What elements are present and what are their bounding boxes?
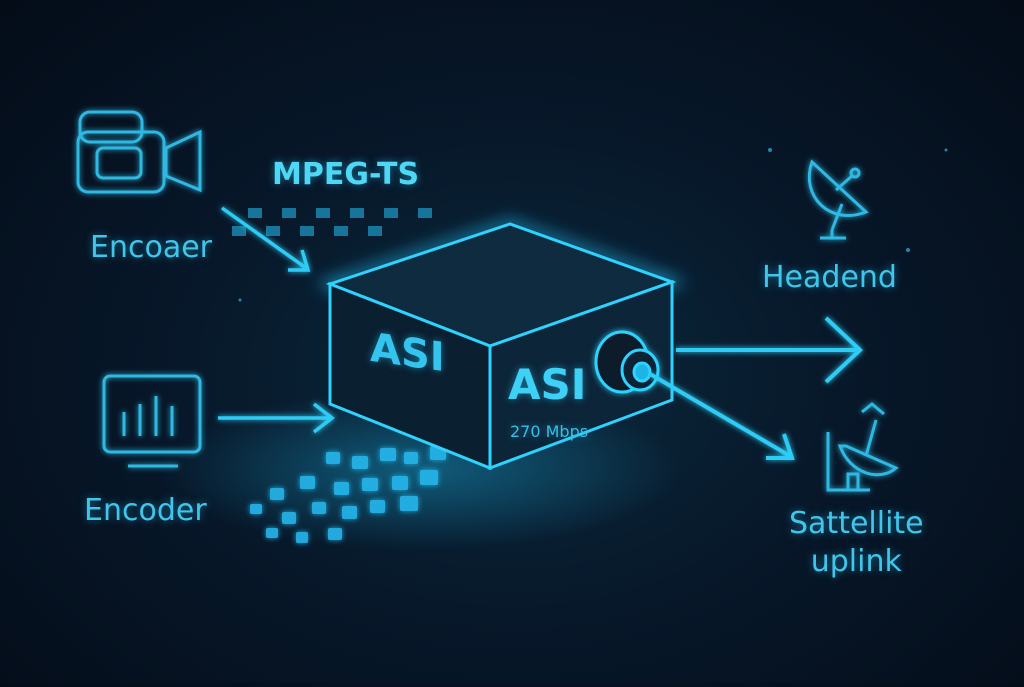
encoder-bottom-label: Encoder	[84, 493, 207, 528]
mpeg-ts-stream	[232, 208, 432, 236]
sparkles	[238, 148, 948, 302]
satellite-dish-icon	[807, 159, 869, 240]
asi-front-label: ASI	[508, 360, 587, 409]
arrow-icon	[218, 402, 335, 434]
data-packets	[250, 446, 446, 543]
satellite-uplink-icon	[826, 402, 899, 492]
asi-box	[315, 218, 687, 471]
satellite-uplink-label: Sattellite uplink	[789, 505, 924, 581]
headend-label: Headend	[762, 260, 897, 295]
satellite-label-line2: uplink	[810, 544, 902, 579]
arrow-icon	[648, 372, 795, 460]
bitrate-label: 270 Mbps	[510, 422, 589, 441]
bnc-connector-icon	[594, 330, 660, 394]
satellite-label-line1: Sattellite	[789, 506, 924, 541]
monitor-chart-icon	[102, 374, 202, 468]
encoder-top-label: Encoaer	[90, 230, 212, 265]
mpeg-ts-label: MPEG-TS	[272, 157, 420, 192]
arrow-icon	[220, 206, 311, 272]
video-camera-icon	[76, 110, 202, 194]
arrow-icon	[676, 316, 863, 384]
